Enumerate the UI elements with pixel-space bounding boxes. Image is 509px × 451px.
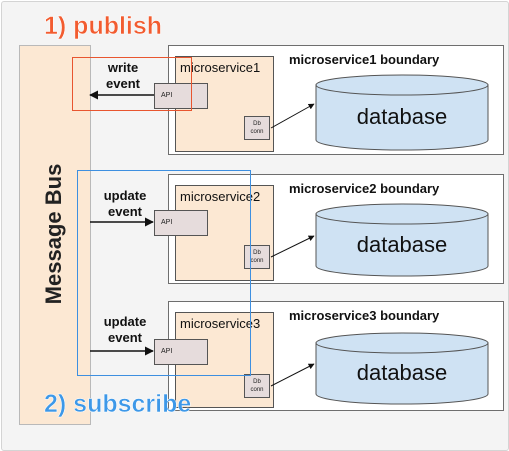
event-label-line: write [107, 60, 139, 75]
db-conn-label: conn [250, 387, 264, 393]
api-box: API [154, 83, 208, 109]
api-label: API [161, 92, 173, 99]
db-connection-arrow [270, 103, 315, 129]
database-cylinder [315, 203, 489, 277]
service-name: microservice2 [180, 189, 261, 204]
message-bus [19, 45, 91, 425]
api-label: API [161, 219, 173, 226]
db-conn-box: Db conn [244, 116, 270, 140]
publish-step-label: 1) publish [44, 12, 163, 41]
event-label-line: event [106, 76, 140, 91]
database-label: database [357, 232, 448, 257]
subscribe-highlight [77, 170, 251, 376]
boundary-title: microservice1 boundary [289, 52, 440, 67]
db-conn-label: conn [250, 129, 264, 135]
api-label: API [161, 348, 173, 355]
service-name: microservice1 [180, 60, 261, 75]
api-box: API [154, 339, 208, 365]
event-label-line: event [108, 330, 142, 345]
event-label: update event [90, 314, 160, 346]
db-conn-box: Db conn [244, 374, 270, 398]
subscribe-step-label: 2) subscribe [44, 390, 192, 419]
db-conn-label: conn [250, 258, 264, 264]
database-label: database [357, 104, 448, 129]
db-connection-arrow [270, 363, 315, 387]
boundary-title: microservice2 boundary [289, 181, 440, 196]
db-conn-box: Db conn [244, 245, 270, 269]
event-label-line: event [108, 204, 142, 219]
service-name: microservice3 [180, 316, 261, 331]
event-label-line: update [103, 188, 147, 203]
event-label: write event [88, 60, 158, 92]
database-cylinder [315, 74, 489, 151]
db-conn-label: Db [253, 121, 261, 127]
database-cylinder [315, 332, 489, 405]
database-label: database [357, 360, 448, 385]
publish-highlight [72, 57, 192, 111]
db-conn-label: Db [253, 379, 261, 385]
api-box: API [154, 210, 208, 236]
db-connection-arrow [270, 235, 315, 258]
event-label-line: update [103, 314, 147, 329]
boundary-title: microservice3 boundary [289, 308, 440, 323]
event-label: update event [90, 188, 160, 220]
db-conn-label: Db [253, 250, 261, 256]
